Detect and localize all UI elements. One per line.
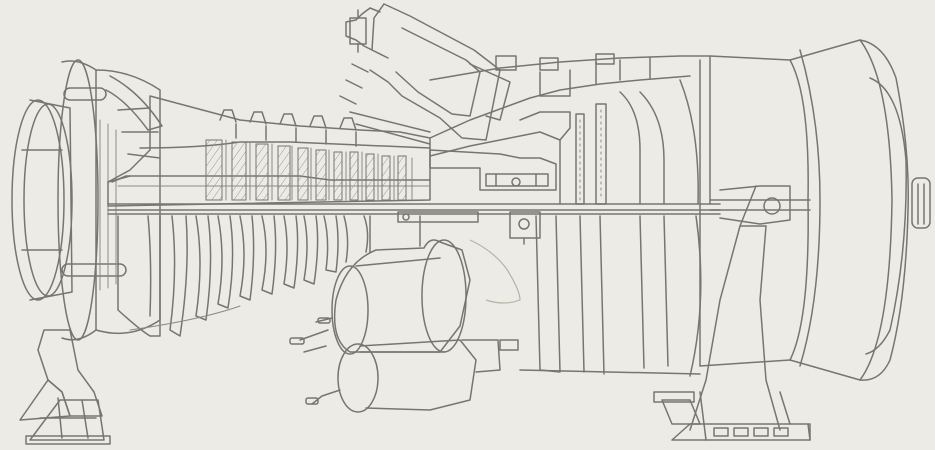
upper-combustor-can [339,3,511,145]
inlet-assembly [11,59,163,341]
rear-support-frame [653,185,811,441]
combustor-casing [429,53,711,205]
compressor-casing [107,95,431,207]
mid-casing [369,211,702,377]
front-support-leg [19,329,111,445]
compressor-discs [117,215,369,337]
exhaust-section [699,39,931,381]
rotor-shaft [107,203,721,223]
lower-combustor-cans [289,239,521,413]
